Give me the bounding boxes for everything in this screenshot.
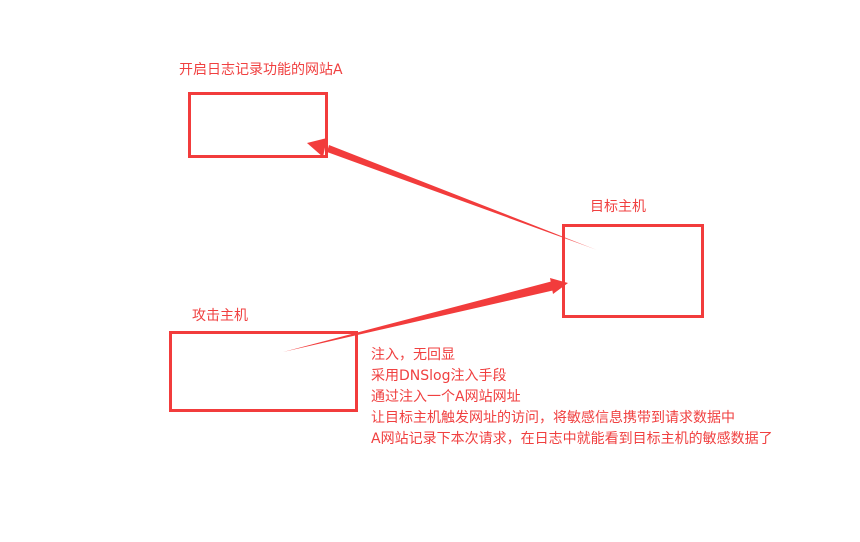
attacker-host-box <box>169 331 358 412</box>
note-line-1: 注入，无回显 <box>371 347 455 363</box>
site-a-label: 开启日志记录功能的网站A <box>179 62 343 78</box>
explanation-notes: 注入，无回显 采用DNSlog注入手段 通过注入一个A网站网址 让目标主机触发网… <box>371 345 773 450</box>
target-host-box <box>562 224 704 318</box>
target-host-label: 目标主机 <box>590 199 646 215</box>
note-line-3: 通过注入一个A网站网址 <box>371 389 521 405</box>
site-a-box <box>188 92 328 158</box>
attacker-host-label: 攻击主机 <box>192 308 248 324</box>
arrow-target-to-site-a <box>307 138 597 250</box>
note-line-2: 采用DNSlog注入手段 <box>371 368 507 384</box>
arrow-attacker-to-target <box>283 278 568 352</box>
note-line-4: 让目标主机触发网址的访问，将敏感信息携带到请求数据中 <box>371 410 735 426</box>
note-line-5: A网站记录下本次请求，在日志中就能看到目标主机的敏感数据了 <box>371 431 773 447</box>
